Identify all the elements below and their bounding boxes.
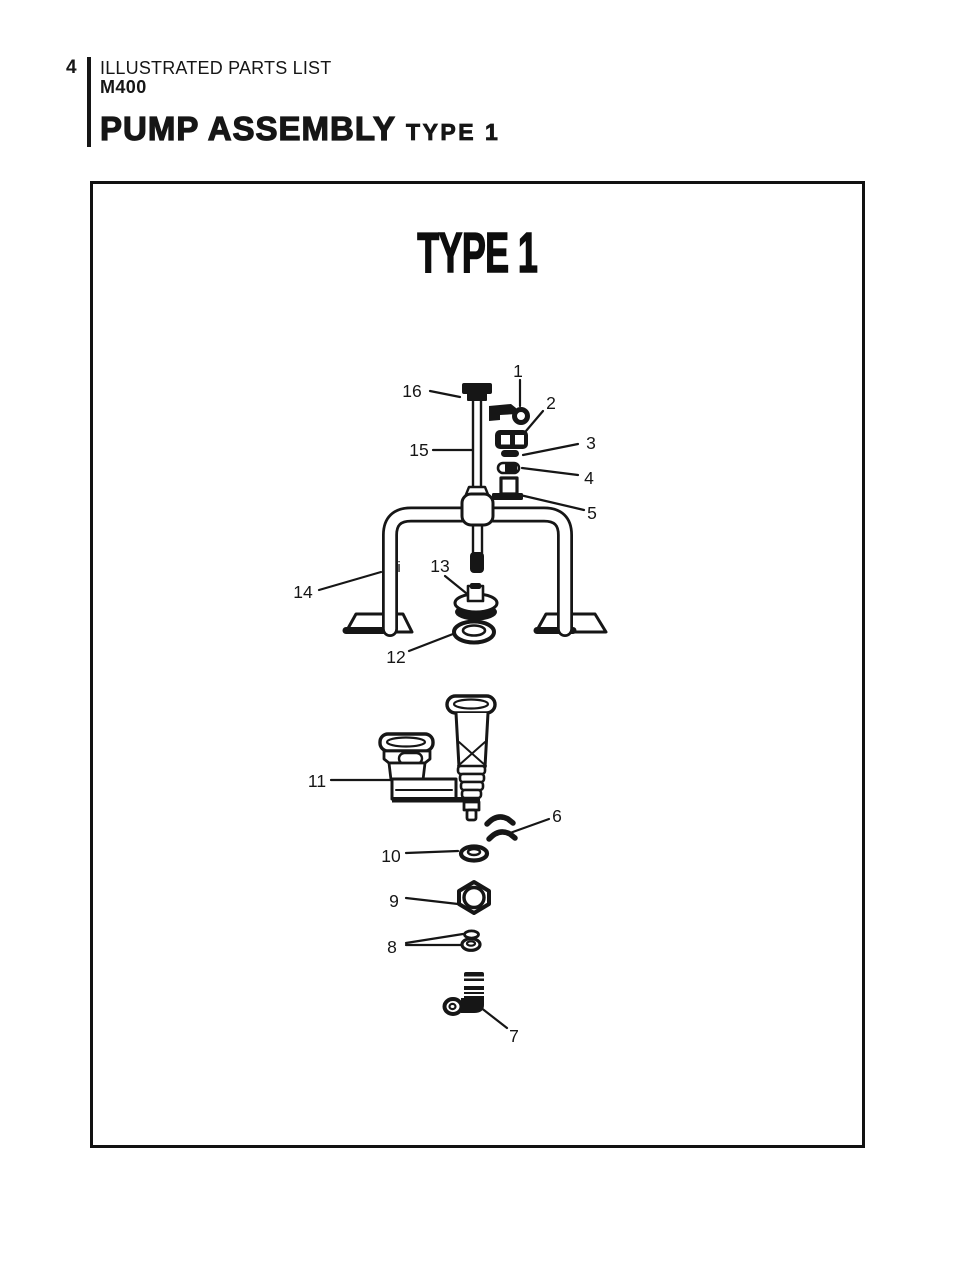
section-title: PUMP ASSEMBLY (99, 109, 397, 147)
callout-label-7: 7 (509, 1026, 519, 1046)
header-vertical-rule (87, 57, 91, 147)
model-number: M400 (100, 77, 147, 97)
part-5-bracket (492, 476, 523, 500)
part-12-seal-ring (452, 619, 496, 645)
diagram-title: TYPE 1 (417, 220, 539, 286)
callout-label-4: 4 (584, 468, 594, 488)
callout-label-16: 16 (402, 381, 421, 401)
part-7-elbow-fitting (442, 972, 486, 1016)
callout-label-1: 1 (513, 361, 523, 381)
leader-5 (518, 493, 586, 512)
part-10-washer (458, 844, 490, 863)
page-number: 4 (66, 57, 77, 78)
part-4-valve-pin (496, 461, 521, 475)
leader-3 (521, 442, 580, 457)
leader-9 (404, 896, 460, 906)
callout-label-12: 12 (386, 647, 405, 667)
part-16-fill-cap (462, 383, 492, 401)
leader-2 (524, 409, 545, 433)
part-11-pump-body (378, 694, 497, 822)
callout-label-14: 14 (293, 582, 313, 602)
callout-leaders (317, 378, 586, 1030)
callout-label-11: 11 (308, 771, 326, 791)
callout-label-15: 15 (409, 440, 428, 460)
part-8-o-rings (460, 929, 482, 952)
section-heading: PUMP ASSEMBLY TYPE 1 (99, 109, 501, 148)
callout-label-6: 6 (552, 806, 562, 826)
part-9-hex-nut (457, 880, 491, 915)
part-1-handle-link (489, 404, 530, 425)
callout-label-8: 8 (387, 937, 397, 957)
leader-4 (520, 466, 580, 477)
part-2-link-block (495, 430, 528, 449)
leader-12 (407, 632, 455, 653)
leader-10 (404, 849, 460, 855)
callout-label-9: 9 (389, 891, 399, 911)
callout-label-3: 3 (586, 433, 596, 453)
leader-13 (443, 574, 468, 595)
callout-label-2: 2 (546, 393, 556, 413)
leader-6 (508, 817, 551, 835)
leader-14 (317, 570, 383, 592)
callout-label-5: 5 (587, 503, 597, 523)
document-title: ILLUSTRATED PARTS LIST (100, 58, 332, 78)
part-3-pin (501, 450, 519, 457)
yoke-center-hub (460, 492, 495, 573)
callout-label-13: 13 (430, 556, 449, 576)
stray-scan-mark: i (397, 559, 400, 576)
leader-8a (404, 932, 465, 945)
section-subtitle: TYPE 1 (406, 119, 501, 146)
callout-label-10: 10 (381, 846, 401, 866)
part-6-retainer-clip (484, 814, 518, 842)
leader-16 (428, 389, 462, 399)
leader-7 (478, 1005, 509, 1030)
callout-labels: 1 2 3 4 5 6 7 8 9 10 11 12 13 14 15 16 (293, 361, 597, 1046)
part-13-plunger-disc (453, 583, 499, 621)
